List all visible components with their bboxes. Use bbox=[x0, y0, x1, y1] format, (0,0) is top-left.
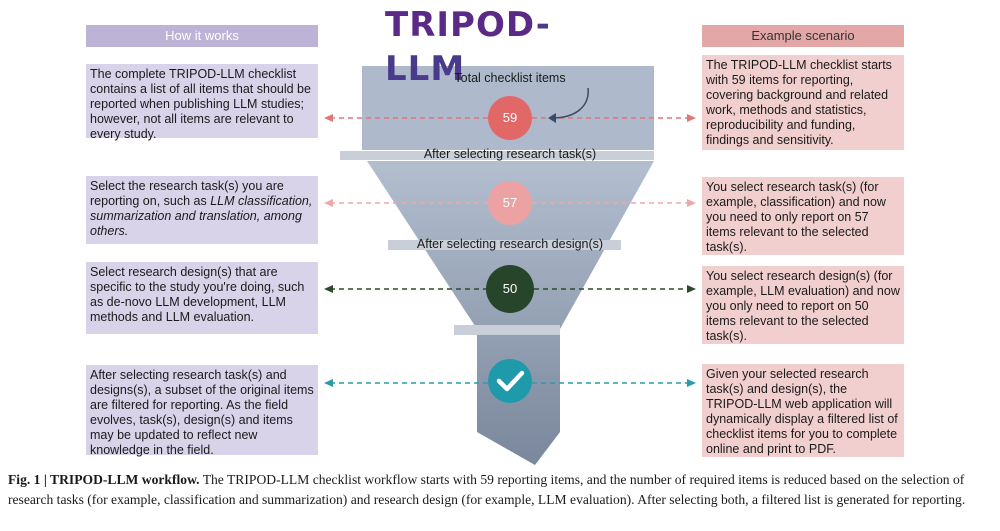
how-step-1-text: The complete TRIPOD-LLM checklist contai… bbox=[90, 67, 311, 141]
how-step-1: The complete TRIPOD-LLM checklist contai… bbox=[86, 64, 318, 141]
logo-part-2: -LLM bbox=[385, 5, 551, 89]
how-step-2-examples: LLM classification, summarization and tr… bbox=[90, 194, 313, 238]
figure-caption: Fig. 1 | TRIPOD-LLM workflow. The TRIPOD… bbox=[8, 470, 993, 509]
final-circle bbox=[488, 359, 532, 403]
example-step-2: You select research task(s) (for example… bbox=[702, 177, 904, 255]
header-how-it-works: How it works bbox=[86, 25, 318, 47]
pointer-arrow bbox=[551, 87, 589, 119]
count-circle-59 bbox=[488, 96, 532, 140]
arrow-row-2 bbox=[324, 199, 696, 207]
logo-part-1: TRIPOD bbox=[385, 5, 536, 45]
how-step-4-text: After selecting research task(s) and des… bbox=[90, 368, 314, 457]
arrow-row-3 bbox=[324, 285, 696, 293]
example-step-2-text: You select research task(s) (for example… bbox=[706, 180, 886, 254]
example-step-3-text: You select research design(s) (for examp… bbox=[706, 269, 900, 343]
how-step-3: Select research design(s) that are speci… bbox=[86, 262, 318, 334]
how-step-2-text: Select the research task(s) you are repo… bbox=[90, 179, 284, 208]
example-step-1-text: The TRIPOD-LLM checklist starts with 59 … bbox=[706, 58, 892, 147]
how-step-4: After selecting research task(s) and des… bbox=[86, 365, 318, 457]
header-example-scenario: Example scenario bbox=[702, 25, 904, 47]
arrow-row-4 bbox=[324, 379, 696, 387]
funnel-separator-1 bbox=[340, 151, 654, 160]
count-57: 57 bbox=[502, 195, 518, 210]
example-step-3: You select research design(s) (for examp… bbox=[702, 266, 904, 344]
funnel-top-label: Total checklist items bbox=[454, 71, 566, 85]
count-circle-57 bbox=[488, 181, 532, 225]
funnel-separator-3 bbox=[454, 325, 560, 335]
how-step-2: Select the research task(s) you are repo… bbox=[86, 176, 318, 244]
funnel-stage2-label: After selecting research design(s) bbox=[416, 237, 604, 251]
caption-text: The TRIPOD-LLM checklist workflow starts… bbox=[8, 472, 966, 507]
pointer-arrowhead bbox=[548, 113, 556, 123]
funnel-stage1-label: After selecting research task(s) bbox=[423, 147, 597, 161]
arrow-row-1 bbox=[324, 114, 696, 122]
how-step-3-text: Select research design(s) that are speci… bbox=[90, 265, 305, 324]
count-50: 50 bbox=[502, 281, 518, 296]
count-59: 59 bbox=[502, 110, 518, 125]
funnel-separator-2 bbox=[388, 240, 621, 250]
funnel-body bbox=[367, 161, 654, 465]
caption-label: Fig. 1 | TRIPOD-LLM workflow. bbox=[8, 472, 200, 487]
example-step-4-text: Given your selected research task(s) and… bbox=[706, 367, 898, 456]
example-step-1: The TRIPOD-LLM checklist starts with 59 … bbox=[702, 55, 904, 150]
tripod-llm-logo: TRIPOD-LLM bbox=[385, 3, 625, 89]
count-circle-50 bbox=[486, 265, 534, 313]
example-step-4: Given your selected research task(s) and… bbox=[702, 364, 904, 457]
checkmark-icon bbox=[496, 370, 525, 392]
